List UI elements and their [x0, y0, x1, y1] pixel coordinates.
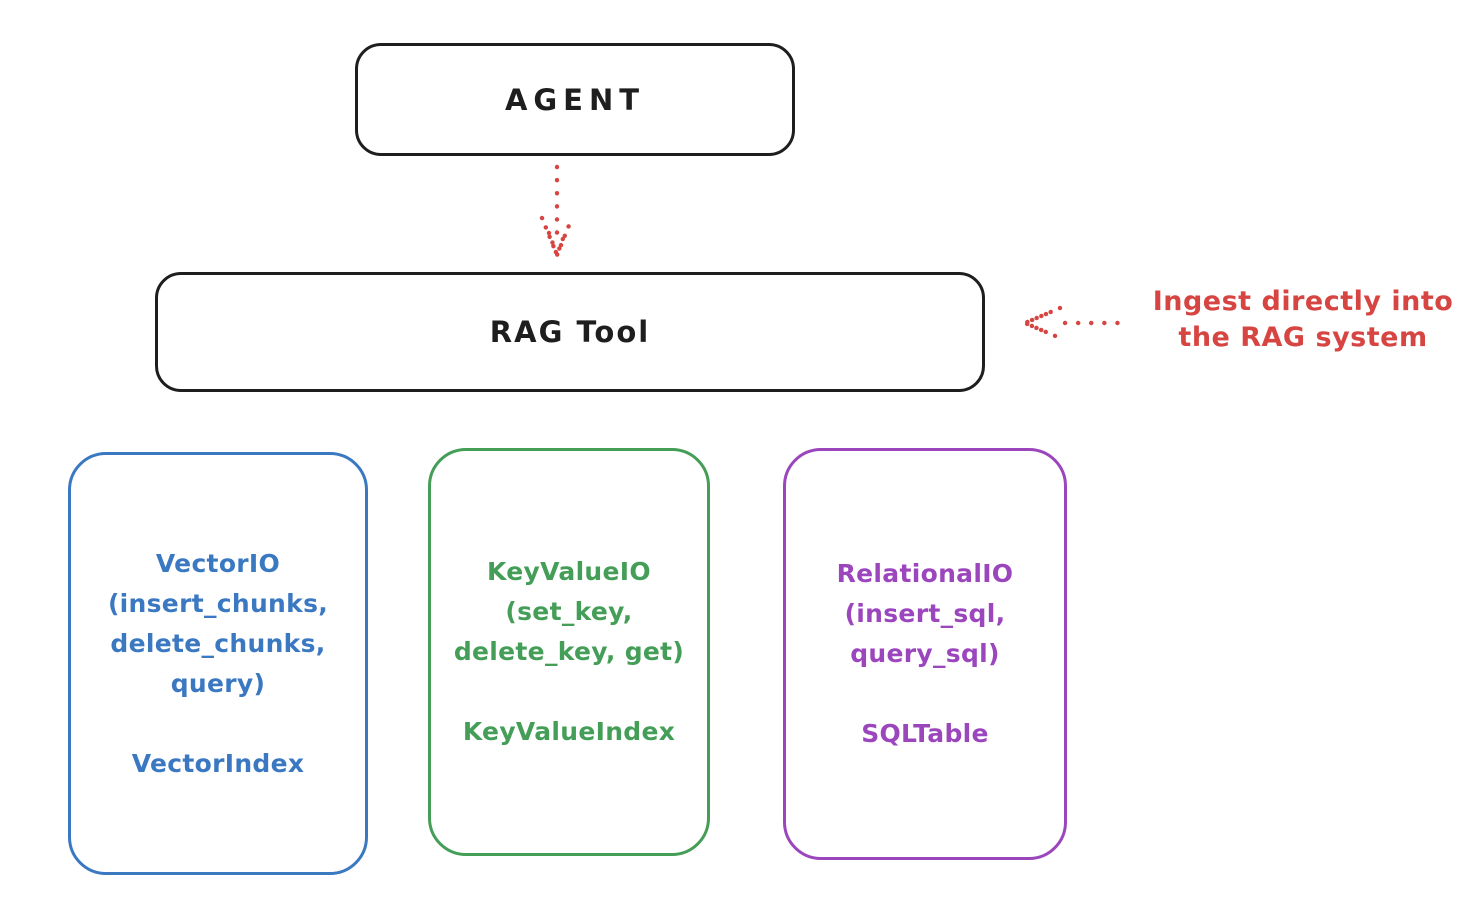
dotted-arrow-left-icon [1022, 305, 1131, 341]
agent-label: AGENT [504, 82, 646, 117]
ingest-annotation: Ingest directly into the RAG system [1152, 286, 1454, 353]
sql-table-label: SQLTable [861, 719, 989, 748]
rag-tool-label: RAG Tool [489, 315, 651, 349]
keyvalue-io-interface-label: KeyValueIO (set_key, delete_key, get) [453, 557, 685, 666]
agent-box: AGENT [355, 43, 795, 156]
dotted-arrow-down-icon [539, 164, 575, 258]
keyvalue-index-label: KeyValueIndex [462, 717, 676, 746]
backend-card-vector-io: VectorIO (insert_chunks, delete_chunks, … [68, 452, 368, 875]
backend-card-keyvalue-io: KeyValueIO (set_key, delete_key, get) Ke… [428, 448, 710, 856]
rag-tool-box: RAG Tool [155, 272, 985, 392]
backend-card-relational-io: RelationalIO (insert_sql, query_sql) SQL… [783, 448, 1067, 860]
vector-index-label: VectorIndex [131, 748, 305, 778]
vector-io-interface-label: VectorIO (insert_chunks, delete_chunks, … [107, 548, 329, 698]
relational-io-interface-label: RelationalIO (insert_sql, query_sql) [836, 559, 1014, 668]
